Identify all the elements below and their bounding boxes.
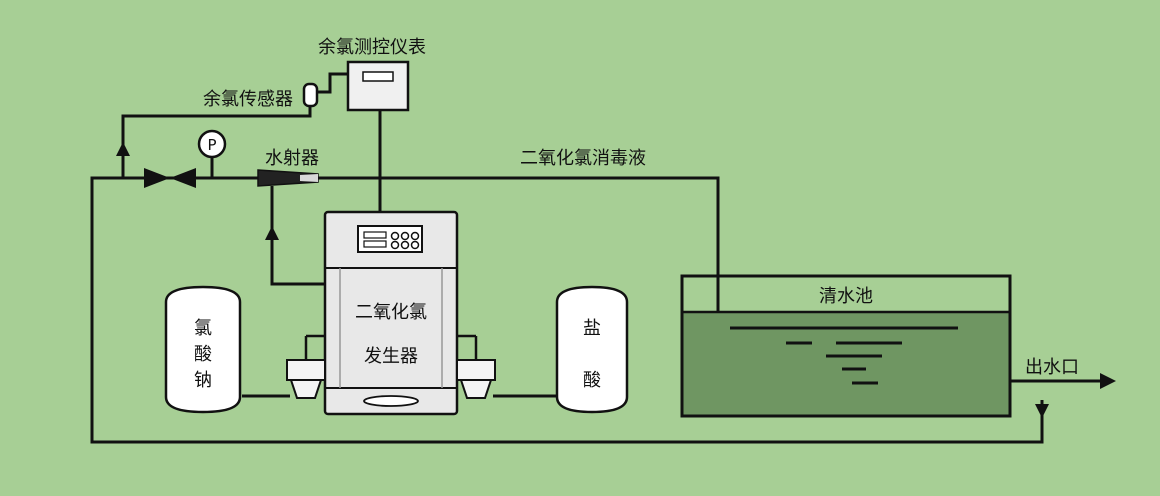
sodium-chlorate-label-1: 氯 — [194, 318, 212, 339]
sodium-chlorate-tank: 氯 酸 钠 — [164, 285, 242, 414]
hydrochloric-acid-label-2: 酸 — [583, 370, 601, 391]
water-ejector-label: 水射器 — [265, 148, 319, 169]
water-ripples — [730, 326, 958, 385]
sodium-chlorate-label-3: 钠 — [194, 370, 212, 391]
residual-chlorine-sensor — [302, 82, 319, 108]
water-outlet-label: 出水口 — [1025, 357, 1079, 378]
sodium-chlorate-label-2: 酸 — [194, 344, 212, 365]
chlorine-dioxide-generator: 二氧化氯 发生器 — [323, 210, 459, 416]
residual-chlorine-meter-label: 余氯测控仪表 — [318, 37, 426, 58]
flow-arrows — [116, 142, 1116, 418]
metering-pump-icon — [286, 334, 326, 399]
disinfectant-solution-label: 二氧化氯消毒液 — [520, 148, 646, 169]
residual-chlorine-meter — [346, 60, 410, 112]
flow-arrow-icon — [116, 142, 130, 156]
control-knob — [410, 231, 420, 241]
hydrochloric-acid-label-1: 盐 — [583, 318, 601, 339]
control-knob — [400, 231, 410, 241]
control-knob — [410, 240, 420, 250]
generator-label-line1: 二氧化氯 — [355, 302, 427, 323]
metering-pump-icon — [456, 334, 496, 399]
clear-water-tank: 清水池 — [680, 274, 1012, 418]
disinfectant-pipe — [318, 176, 720, 312]
flow-arrow-icon — [1100, 373, 1116, 389]
control-knob — [390, 231, 400, 241]
flow-arrow-icon — [265, 226, 279, 240]
generator-label-line2: 发生器 — [364, 346, 418, 367]
check-valve-icon — [144, 168, 196, 188]
pressure-gauge-label: P — [207, 136, 216, 154]
base-vent — [363, 395, 419, 407]
sensor-signal — [317, 72, 350, 94]
meter-display — [362, 71, 394, 82]
residual-chlorine-sensor-label: 余氯传感器 — [203, 89, 293, 110]
hydrochloric-acid-tank: 盐 酸 — [555, 285, 629, 414]
pressure-gauge-icon: P — [197, 129, 227, 159]
clear-water-tank-label: 清水池 — [819, 286, 873, 307]
control-knob — [400, 240, 410, 250]
control-panel — [357, 225, 423, 253]
water-ejector — [257, 169, 319, 187]
generator-to-ejector-pipe — [270, 186, 325, 286]
control-knob — [390, 240, 400, 250]
flow-arrow-icon — [1035, 404, 1049, 418]
